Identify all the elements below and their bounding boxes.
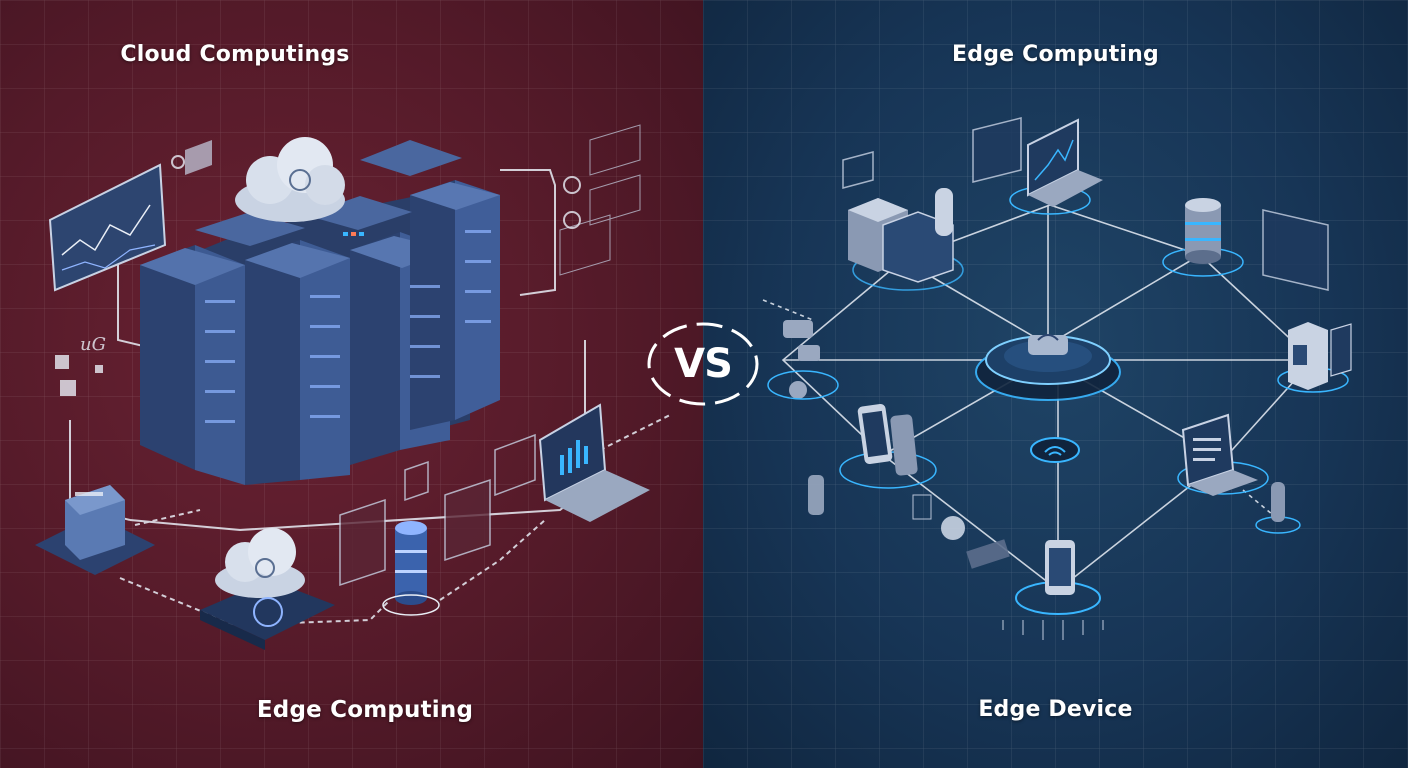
left-small-icons: uG [55, 155, 581, 396]
edge-panel: Edge Computing Edge Device [703, 0, 1408, 768]
left-edge-computing-label: Edge Computing [256, 697, 474, 723]
wifi-icon [1030, 437, 1080, 463]
vs-label: VS [674, 341, 733, 387]
analytics-monitor [48, 163, 167, 292]
edge-box-device [35, 485, 155, 575]
edge-laptop-node [1177, 413, 1269, 496]
mobile-device-node [839, 403, 937, 489]
edge-cloud-platform [200, 528, 335, 650]
bottom-mobile-node [1002, 540, 1104, 640]
cloud-illustration: uG [35, 124, 671, 650]
cloud-computing-title: Cloud Computings [120, 42, 350, 67]
floating-documents [339, 433, 536, 587]
edge-computing-title: Edge Computing [952, 42, 1159, 67]
edge-network-illustration [762, 117, 1352, 640]
vs-badge: VS [644, 318, 762, 410]
edge-server-node [848, 188, 964, 291]
cloud-panel: uG [0, 0, 703, 768]
edge-floating-screens [842, 117, 1329, 291]
edge-database-node [1162, 198, 1244, 277]
edge-device-label: Edge Device [978, 697, 1133, 722]
left-iot-gadgets [767, 320, 839, 400]
bottom-left-gadgets [808, 475, 1010, 569]
database-cylinder [382, 521, 440, 616]
server-rack-cluster [140, 140, 500, 485]
cloud-icon-top [235, 137, 345, 222]
vs-ring-icon [647, 322, 759, 406]
laptop-device [538, 403, 650, 522]
top-laptop-node [1009, 118, 1103, 215]
svg-text:uG: uG [80, 334, 106, 355]
edge-gateway-node [1277, 322, 1352, 393]
central-edge-hub [975, 334, 1121, 401]
sensor-node [1255, 482, 1301, 534]
left-floating-panels [185, 124, 641, 276]
